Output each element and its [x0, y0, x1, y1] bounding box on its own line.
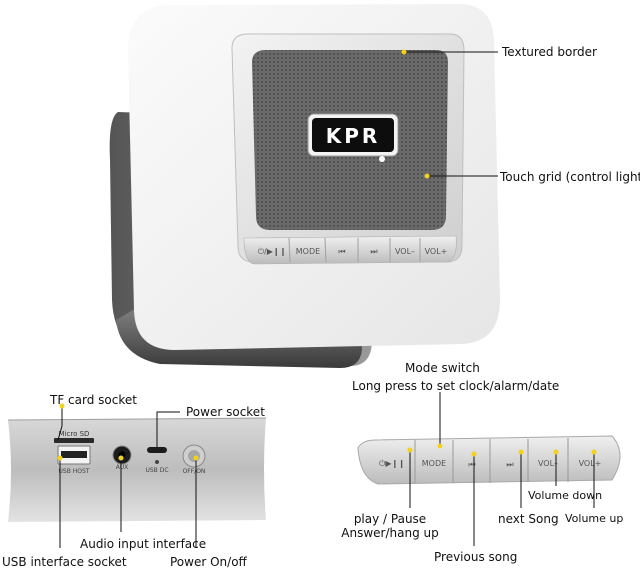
speaker-cube: KPR: [109, 4, 500, 368]
cube-prev-button[interactable]: ⏮: [338, 247, 345, 256]
brand-logo: KPR: [326, 124, 381, 148]
zoom-next-button[interactable]: ⏭: [506, 460, 513, 469]
leader-lines-zoom: [409, 392, 595, 546]
label-power-onoff: Power On/off: [170, 555, 247, 569]
label-mode-switch: Mode switch: [405, 361, 480, 375]
cube-mode-button[interactable]: MODE: [296, 247, 320, 256]
zoomed-button-strip: ⏻▶❙❙ MODE ⏮ ⏭ VOL– VOL+: [357, 435, 621, 485]
cube-vol-down-button[interactable]: VOL–: [395, 247, 415, 256]
zoom-power-play-button[interactable]: ⏻▶❙❙: [379, 459, 405, 468]
label-next-song: next Song: [498, 512, 559, 526]
label-touch-grid: Touch grid (control light): [500, 170, 640, 184]
cube-next-button[interactable]: ⏭: [370, 247, 377, 256]
touch-grid-dot: [424, 173, 430, 179]
off-on-print: OFF/ON: [183, 468, 206, 475]
zoom-mode-button[interactable]: MODE: [422, 459, 446, 468]
zoom-vol-down-button[interactable]: VOL–: [538, 459, 558, 468]
label-volume-down: Volume down: [528, 489, 603, 502]
micro-sd-print: Micro SD: [59, 430, 90, 438]
back-panel: Micro SD USB HOST AUX USB DC OFF/ON: [7, 417, 267, 522]
cube-vol-up-button[interactable]: VOL+: [425, 247, 448, 256]
label-long-press: Long press to set clock/alarm/date: [352, 379, 560, 393]
label-tf-card-socket: TF card socket: [50, 393, 137, 407]
cube-button-strip: ⏻/▶❙❙ MODE ⏮ ⏭ VOL– VOL+: [243, 235, 457, 265]
label-volume-up: Volume up: [565, 512, 624, 525]
zoom-vol-up-button[interactable]: VOL+: [579, 459, 602, 468]
leader-lines-top: [404, 51, 498, 177]
usb-host-print: USB HOST: [59, 468, 90, 475]
label-power-socket: Power socket: [186, 405, 265, 419]
label-play-pause: play / Pause Answer/hang up: [341, 512, 439, 540]
usb-dc-print: USB DC: [145, 467, 168, 474]
zoom-prev-button[interactable]: ⏮: [468, 460, 475, 469]
cube-power-play-button[interactable]: ⏻/▶❙❙: [258, 247, 287, 256]
label-usb-interface: USB interface socket: [2, 555, 127, 569]
textured-border-dot: [401, 49, 407, 55]
label-audio-input: Audio input interface: [80, 537, 207, 551]
label-textured-border: Textured border: [502, 45, 597, 59]
label-previous-song: Previous song: [434, 550, 518, 564]
aux-print: AUX: [116, 464, 129, 471]
leader-lines-back: [57, 406, 197, 548]
